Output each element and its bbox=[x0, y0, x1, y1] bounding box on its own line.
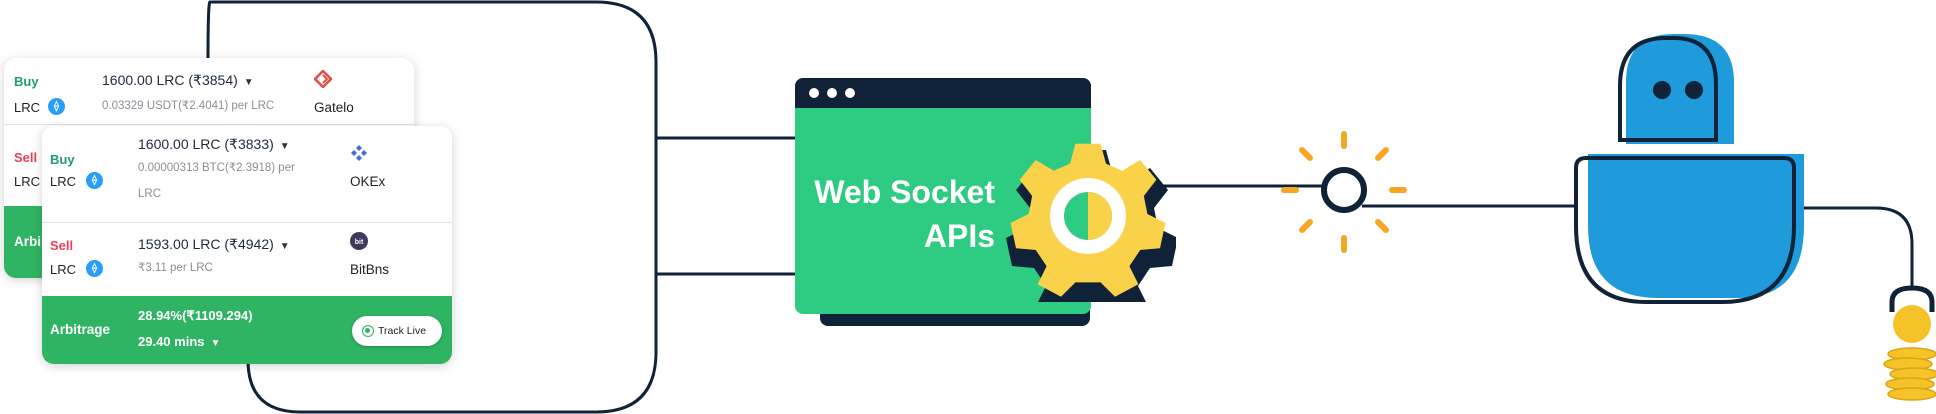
coin-stack-icon bbox=[1883, 285, 1936, 401]
buy-label: Buy bbox=[14, 74, 39, 89]
chevron-down-icon[interactable]: ▼ bbox=[279, 141, 290, 152]
connector-robot-to-coins bbox=[1794, 206, 1914, 288]
sell-exchange-name: BitBns bbox=[350, 262, 390, 277]
rate-text: 0.03329 USDT(₹2.4041) per LRC bbox=[102, 100, 275, 112]
chevron-down-icon[interactable]: ▼ bbox=[279, 241, 290, 252]
sell-quantity[interactable]: 1593.00 LRC (₹4942) ▼ bbox=[138, 236, 290, 253]
gear-icon bbox=[1006, 143, 1176, 302]
sell-label: Sell bbox=[14, 150, 38, 165]
lrc-coin-icon: ⟠ bbox=[86, 172, 103, 189]
lrc-coin-icon: ⟠ bbox=[86, 260, 103, 277]
buy-rate-line1: 0.00000313 BTC(₹2.3918) per bbox=[138, 162, 295, 174]
buy-label: Buy bbox=[50, 152, 75, 167]
chevron-down-icon[interactable]: ▼ bbox=[210, 338, 221, 349]
divider bbox=[42, 222, 452, 223]
gatelo-logo-icon bbox=[314, 70, 332, 88]
arbitrage-mins[interactable]: 29.40 mins ▼ bbox=[138, 334, 220, 349]
window-title-bar bbox=[795, 78, 1091, 108]
window-dot-icon bbox=[809, 88, 819, 98]
okex-logo-icon bbox=[351, 145, 367, 161]
window-title-line2: APIs bbox=[923, 218, 995, 254]
buy-exchange-name: OKEx bbox=[350, 174, 386, 189]
buy-quantity-value: 1600.00 LRC (₹3833) bbox=[138, 136, 274, 152]
track-live-label: Track Live bbox=[378, 325, 427, 337]
robot-icon bbox=[1574, 34, 1804, 304]
sell-rate: ₹3.11 per LRC bbox=[138, 262, 213, 274]
large-rounded-frame bbox=[210, 0, 658, 414]
sell-label: Sell bbox=[50, 238, 74, 253]
buy-coin-label: LRC bbox=[50, 174, 77, 189]
window-title: Web Socket APIs bbox=[814, 170, 995, 258]
quantity-value: 1600.00 LRC (₹3854) bbox=[102, 72, 238, 88]
sell-coin-label: LRC bbox=[50, 262, 77, 277]
window-dot-icon bbox=[827, 88, 837, 98]
buy-quantity[interactable]: 1600.00 LRC (₹3833) ▼ bbox=[138, 136, 290, 153]
sell-coin-label: LRC bbox=[14, 174, 41, 189]
track-live-button[interactable]: Track Live bbox=[352, 316, 442, 346]
window-dot-icon bbox=[845, 88, 855, 98]
svg-text:bit: bit bbox=[355, 239, 364, 246]
buy-rate-line2: LRC bbox=[138, 188, 162, 200]
arbitrage-label: Arbi bbox=[14, 234, 41, 249]
coin-layers bbox=[1883, 347, 1936, 401]
arbitrage-bar: Arbitrage 28.94%(₹1109.294) 29.40 mins▼ … bbox=[42, 296, 452, 364]
quantity-text[interactable]: 1600.00 LRC (₹3854) ▼ bbox=[102, 72, 254, 89]
window-title-line1: Web Socket bbox=[814, 174, 995, 210]
arbitrage-mins-value: 29.40 mins bbox=[138, 334, 205, 349]
signal-node-icon bbox=[1281, 131, 1407, 253]
spark-rays bbox=[1281, 131, 1407, 253]
arbitrage-card: Buy LRC ⟠ 1600.00 LRC (₹3833) ▼ 0.0000031… bbox=[42, 126, 452, 364]
exchange-name: Gatelo bbox=[314, 100, 354, 115]
bitbns-logo-icon: bit bbox=[350, 232, 368, 250]
coin-label: LRC bbox=[14, 100, 41, 115]
divider bbox=[4, 124, 414, 125]
sell-quantity-value: 1593.00 LRC (₹4942) bbox=[138, 236, 274, 252]
frame-top-left-curve bbox=[206, 0, 212, 62]
lrc-coin-icon: ⟠ bbox=[48, 98, 65, 115]
chevron-down-icon[interactable]: ▼ bbox=[243, 77, 254, 88]
live-indicator-icon bbox=[362, 325, 374, 337]
arbitrage-label: Arbitrage bbox=[50, 322, 111, 337]
arbitrage-value: 28.94%(₹1109.294) bbox=[138, 308, 253, 323]
